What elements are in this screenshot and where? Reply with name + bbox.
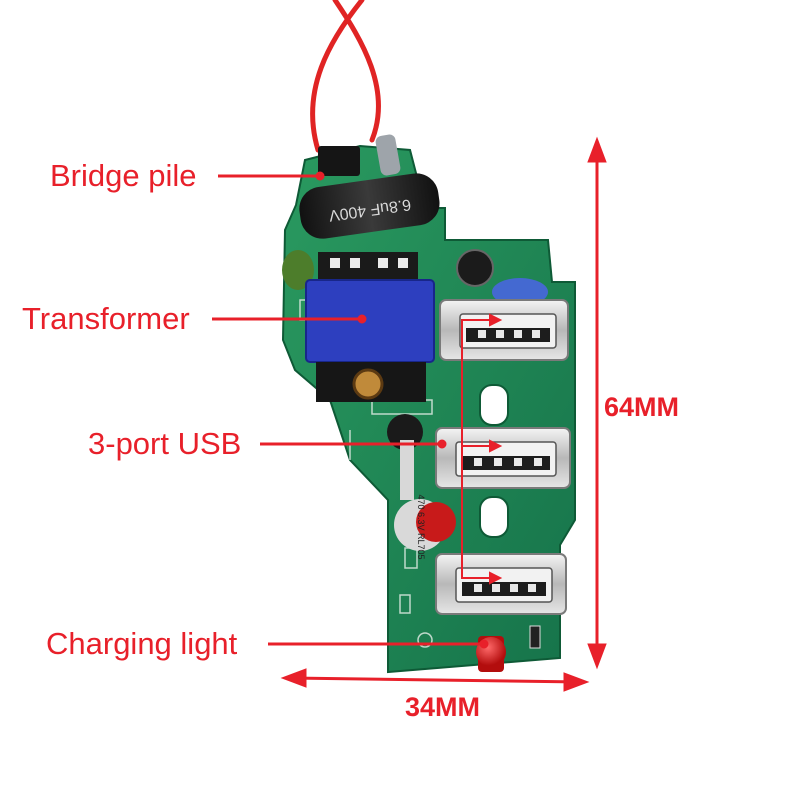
transformer xyxy=(305,279,435,363)
capacitor-marking-small: 470 6.3V RL705 xyxy=(416,494,426,559)
large-capacitor: 6.8uF 400V xyxy=(299,173,440,239)
silkscreen xyxy=(299,299,433,648)
bridge-pile-label: Bridge pile xyxy=(50,158,197,193)
output-capacitor: 470 6.3V RL705 xyxy=(394,494,456,560)
transformer-pins xyxy=(330,258,408,268)
diode xyxy=(400,440,414,500)
bridge-rectifier xyxy=(318,146,360,176)
usb-ports-label: 3-port USB xyxy=(88,426,242,461)
film-capacitor xyxy=(282,250,314,290)
transformer-coil xyxy=(352,368,384,400)
smd-component xyxy=(529,625,541,649)
width-dimension-arrow xyxy=(280,668,590,692)
small-capacitor-top xyxy=(456,249,494,287)
usb-highlight-arrows xyxy=(462,313,503,585)
callout-leaders xyxy=(212,171,489,649)
height-dimension-arrow xyxy=(587,136,607,670)
height-dimension-label: 64MM xyxy=(604,392,680,422)
width-dimension-label: 34MM xyxy=(405,692,481,722)
input-wires xyxy=(310,0,382,153)
transformer-label: Transformer xyxy=(22,301,190,336)
charging-light-label: Charging light xyxy=(46,626,238,661)
usb-port-2 xyxy=(435,427,571,489)
resistor xyxy=(375,134,401,176)
usb-port-1 xyxy=(439,299,569,361)
board-holes xyxy=(479,384,509,538)
usb-port-3 xyxy=(435,553,567,615)
